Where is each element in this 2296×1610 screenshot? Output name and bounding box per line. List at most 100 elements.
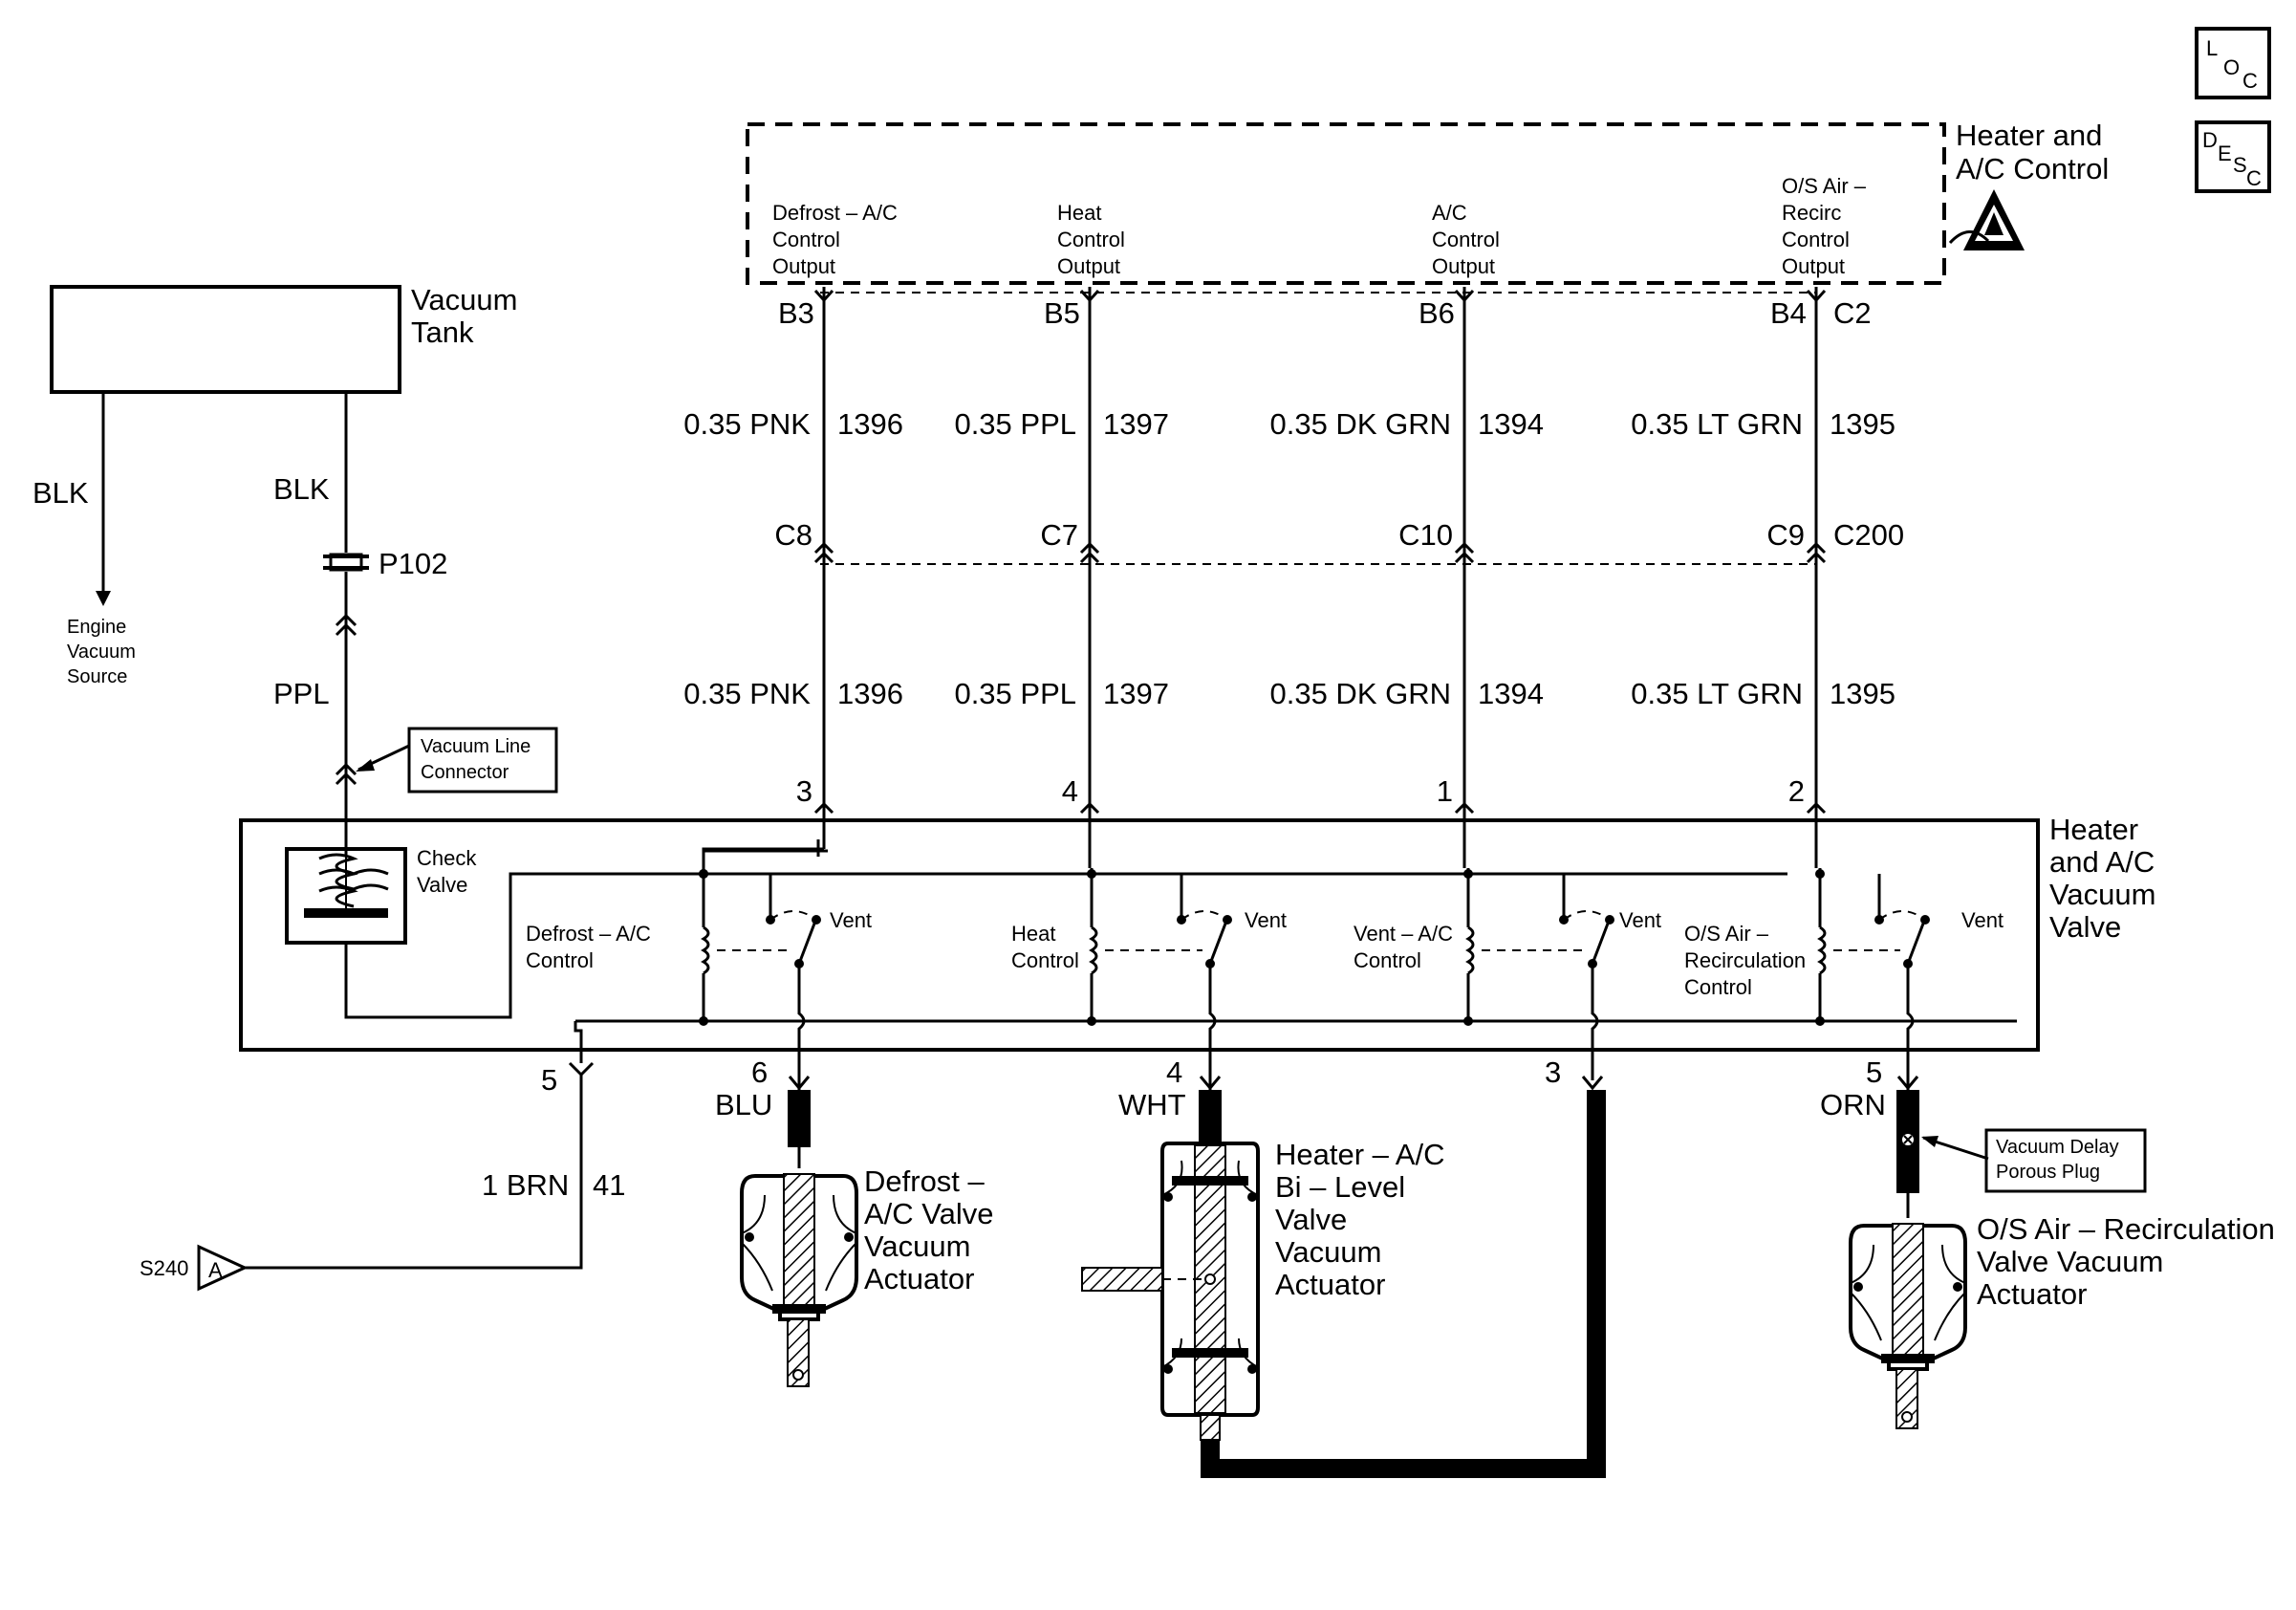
port-4-number: 4 xyxy=(1166,1055,1182,1089)
control-module-outline xyxy=(746,122,1946,285)
hose-blk-tank-label: BLK xyxy=(273,472,330,506)
wire-color-1394: 0.35 DK GRN xyxy=(1269,407,1451,441)
port-6-number: 6 xyxy=(751,1055,768,1089)
output-defrost-line3: Output xyxy=(772,254,835,278)
port-3-number: 3 xyxy=(1545,1055,1561,1089)
vacuum-tank-line2: Tank xyxy=(411,315,474,349)
output-heat-line2: Control xyxy=(1057,228,1125,251)
inline-C7: C7 xyxy=(1040,518,1078,552)
desc-icon: D E S C xyxy=(2195,120,2271,193)
output-ac-line1: A/C xyxy=(1432,201,1467,225)
wire-circuit-1394: 1394 xyxy=(1478,677,1544,710)
svg-text:O: O xyxy=(2223,55,2240,79)
svg-text:S: S xyxy=(2233,153,2247,177)
output-recirc-line2: Recirc xyxy=(1782,201,1841,225)
pin-B3: B3 xyxy=(778,296,814,330)
inline-C8: C8 xyxy=(774,518,812,552)
output-recirc-line3: Control xyxy=(1782,228,1850,251)
wire-color-1396: 0.35 PNK xyxy=(683,677,811,710)
solenoid-1 xyxy=(699,820,826,1050)
vacuum-tank-line1: Vacuum xyxy=(411,283,517,316)
valve-pin-4: 4 xyxy=(1062,774,1078,808)
connector-c200-label: C200 xyxy=(1833,518,1904,552)
port-6-color: BLU xyxy=(715,1088,772,1121)
pin-B4: B4 xyxy=(1770,296,1807,330)
connector-p102-icon xyxy=(323,553,369,572)
output-defrost-line2: Control xyxy=(772,228,840,251)
svg-text:L: L xyxy=(2206,36,2218,60)
wire-circuit-1396: 1396 xyxy=(837,407,903,441)
output-defrost-line1: Defrost – A/C xyxy=(772,201,898,225)
wire-circuit-1397: 1397 xyxy=(1103,407,1169,441)
ground-wire-label: 1 BRN xyxy=(482,1168,569,1202)
valve-pin-3: 3 xyxy=(796,774,812,808)
valve-pin-2: 2 xyxy=(1788,774,1805,808)
vacuum-tank: Vacuum Tank xyxy=(50,283,517,394)
check-valve xyxy=(285,847,407,945)
wire-color-1397: 0.35 PPL xyxy=(954,677,1076,710)
solenoid-2 xyxy=(1087,820,1232,1050)
wire-circuit-1397: 1397 xyxy=(1103,677,1169,710)
pin-B5: B5 xyxy=(1044,296,1080,330)
svg-text:C: C xyxy=(2242,69,2258,93)
hose-ppl-label: PPL xyxy=(273,677,330,710)
wire-circuit-1394: 1394 xyxy=(1478,407,1544,441)
splice-s240-label: S240 xyxy=(140,1256,188,1280)
svg-text:D: D xyxy=(2202,128,2218,152)
svg-text:E: E xyxy=(2218,141,2232,165)
solenoid-recirc-vent: Vent xyxy=(1961,908,2004,932)
vacuum-line-connector-box xyxy=(407,727,558,794)
wire-color-1397: 0.35 PPL xyxy=(954,407,1076,441)
solenoid-4 xyxy=(1814,820,1930,1050)
output-heat-line3: Output xyxy=(1057,254,1120,278)
solenoid-defrost-vent: Vent xyxy=(830,908,872,932)
port-5-vent-number: 5 xyxy=(541,1063,557,1097)
port-5-recirc-color: ORN xyxy=(1820,1088,1886,1121)
wire-circuit-1395: 1395 xyxy=(1830,407,1895,441)
svg-text:C: C xyxy=(2246,166,2262,190)
ground-circuit-label: 41 xyxy=(593,1168,625,1202)
port-4-color: WHT xyxy=(1118,1088,1186,1121)
inline-C10: C10 xyxy=(1398,518,1453,552)
connector-p102-label: P102 xyxy=(379,547,447,580)
vacuum-supply-manifold xyxy=(344,872,1787,1019)
bilevel-return-tube xyxy=(1201,1090,1606,1478)
wire-color-1394: 0.35 DK GRN xyxy=(1269,677,1451,710)
solenoid-vent-ac-vent: Vent xyxy=(1619,908,1661,932)
s240-ref-letter: A xyxy=(208,1258,223,1282)
solenoid-3 xyxy=(1462,820,1614,1050)
wire-circuit-1396: 1396 xyxy=(837,677,903,710)
valve-pin-1: 1 xyxy=(1437,774,1453,808)
wire-circuit-1395: 1395 xyxy=(1830,677,1895,710)
solenoid-heat-vent: Vent xyxy=(1245,908,1287,932)
output-ac-line2: Control xyxy=(1432,228,1500,251)
output-recirc-line1: O/S Air – xyxy=(1782,174,1867,198)
connector-c2-label: C2 xyxy=(1833,296,1872,330)
wire-color-1395: 0.35 LT GRN xyxy=(1631,677,1803,710)
wire-color-1395: 0.35 LT GRN xyxy=(1631,407,1803,441)
